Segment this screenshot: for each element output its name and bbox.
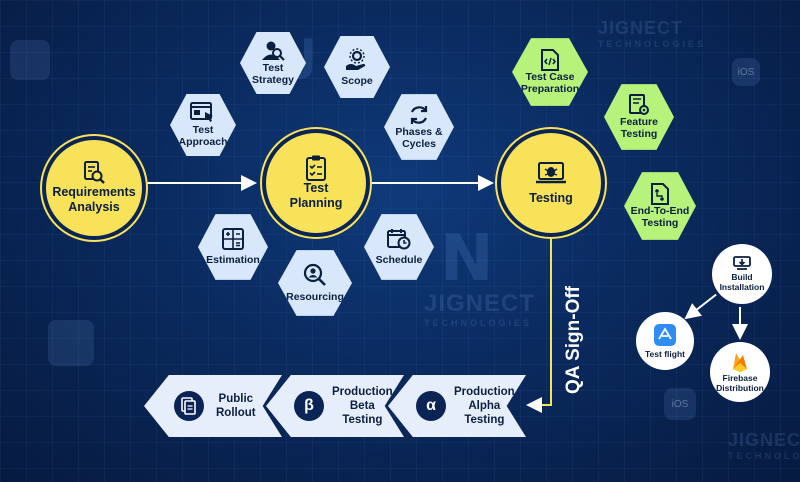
watermark-logo: J (300, 30, 318, 81)
hex-test-case-preparation: Test Case Preparation (512, 38, 588, 106)
hex-test-approach: Test Approach (170, 93, 236, 157)
qa-signoff-label: QA Sign-Off (563, 286, 584, 394)
alpha-label-1: Production (454, 386, 515, 398)
test-case-label-1: Test Case (525, 71, 575, 83)
firebase-node: Firebase Distribution (710, 342, 770, 402)
refresh-icon (410, 106, 428, 124)
beta-label-2: Beta (349, 400, 375, 412)
watermark-brand-center: JIGNECT (424, 290, 536, 317)
schedule-label: Schedule (375, 254, 423, 266)
scope-label: Scope (341, 74, 373, 87)
phases-label-2: Cycles (402, 138, 436, 150)
test-strategy-label-2: Strategy (251, 74, 294, 86)
test-flight-label: Test flight (645, 348, 685, 359)
watermark-sub-center: TECHNOLOGIES (424, 318, 533, 328)
firebase-label-2: Distribution (716, 383, 764, 393)
beta-label-1: Production (332, 386, 393, 398)
ghost-ios-label: iOS (737, 66, 755, 78)
watermark-sub-br: TECHNOLOGIES (728, 451, 800, 461)
ghost-ios-icon-2: iOS (664, 388, 696, 420)
ghost-app-icon (10, 40, 50, 80)
browser-cursor-icon (190, 102, 213, 122)
beta-label-3: Testing (342, 414, 383, 426)
build-installation-node: Build Installation (712, 244, 772, 304)
alpha-symbol: α (426, 397, 436, 414)
firebase-label-1: Firebase (722, 373, 758, 383)
requirements-label-2: Analysis (68, 200, 120, 214)
hex-feature-testing: Feature Testing (604, 84, 674, 150)
build-label-1: Build (731, 272, 753, 282)
firebase-icon (733, 353, 747, 372)
calendar-clock-icon (387, 229, 411, 250)
watermark-center: JIGNECT TECHNOLOGIES (424, 290, 535, 328)
arrow-to-testflight (684, 289, 723, 320)
ghost-ios-icon: iOS (732, 58, 760, 86)
beta-symbol: β (304, 397, 314, 414)
test-strategy-label-1: Test (262, 62, 284, 74)
testing-label: Testing (529, 190, 573, 205)
phases-label-1: Phases & (395, 126, 443, 138)
requirements-analysis-node: Requirements Analysis (46, 140, 142, 236)
chevron-public-rollout: Public Rollout (144, 375, 282, 437)
chevron-production-beta: β Production Beta Testing (266, 375, 404, 437)
estimation-label: Estimation (206, 254, 260, 266)
requirements-label-1: Requirements (52, 185, 136, 199)
rollout-label-2: Rollout (216, 407, 256, 419)
planning-label-2: Planning (289, 196, 343, 210)
testing-node: Testing (501, 133, 601, 233)
clipboard-checklist-icon (306, 155, 326, 181)
watermark-brand: JIGNECT (598, 18, 684, 38)
document-search-icon (84, 161, 105, 184)
calculator-icon (222, 228, 244, 250)
watermark-top: JIGNECT TECHNOLOGIES (598, 18, 706, 49)
e2e-label-2: Testing (641, 217, 679, 229)
user-search-icon (262, 41, 285, 61)
alpha-badge-icon: α (416, 391, 446, 421)
arrow-signoff (526, 232, 552, 413)
watermark-brand-br: JIGNECT (728, 430, 800, 450)
build-label-2: Installation (719, 282, 765, 292)
test-approach-label-1: Test (192, 124, 214, 136)
settings-document-icon (629, 94, 649, 115)
feature-testing-label-1: Feature (620, 116, 658, 128)
beta-badge-icon: β (294, 391, 324, 421)
test-case-label-2: Preparation (520, 83, 580, 95)
hex-test-strategy: Test Strategy (240, 31, 306, 95)
code-document-icon (541, 49, 559, 71)
test-planning-node: Test Planning (266, 133, 366, 233)
ghost-appstore-icon (48, 320, 94, 366)
rollout-label-1: Public (218, 393, 254, 405)
testflight-icon (654, 323, 676, 346)
person-search-icon (303, 263, 326, 286)
feature-testing-label-2: Testing (620, 128, 658, 140)
hex-end-to-end-testing: End-To-End Testing (624, 172, 696, 240)
hand-gear-icon (346, 47, 366, 70)
ghost-ios-label-2: iOS (671, 398, 689, 410)
watermark-sub: TECHNOLOGIES (598, 39, 707, 49)
rollout-badge-icon (174, 391, 204, 421)
alpha-label-2: Alpha (468, 400, 501, 412)
test-flight-node: Test flight (636, 312, 694, 370)
chevron-production-alpha: α Production Alpha Testing (388, 375, 526, 437)
bug-laptop-icon (536, 161, 566, 183)
alpha-label-3: Testing (464, 414, 505, 426)
e2e-label-1: End-To-End (630, 205, 690, 217)
flow-document-icon (651, 183, 669, 205)
watermark-logo-center: N (440, 222, 495, 296)
test-approach-label-2: Approach (178, 136, 228, 148)
document-stack-icon (181, 397, 196, 415)
watermark-bottom-right: JIGNECT TECHNOLOGIES (728, 430, 800, 461)
download-server-icon (733, 256, 751, 270)
resourcing-label: Resourcing (286, 291, 344, 303)
hex-resourcing: Resourcing (278, 250, 352, 316)
planning-label-1: Test (303, 181, 329, 195)
